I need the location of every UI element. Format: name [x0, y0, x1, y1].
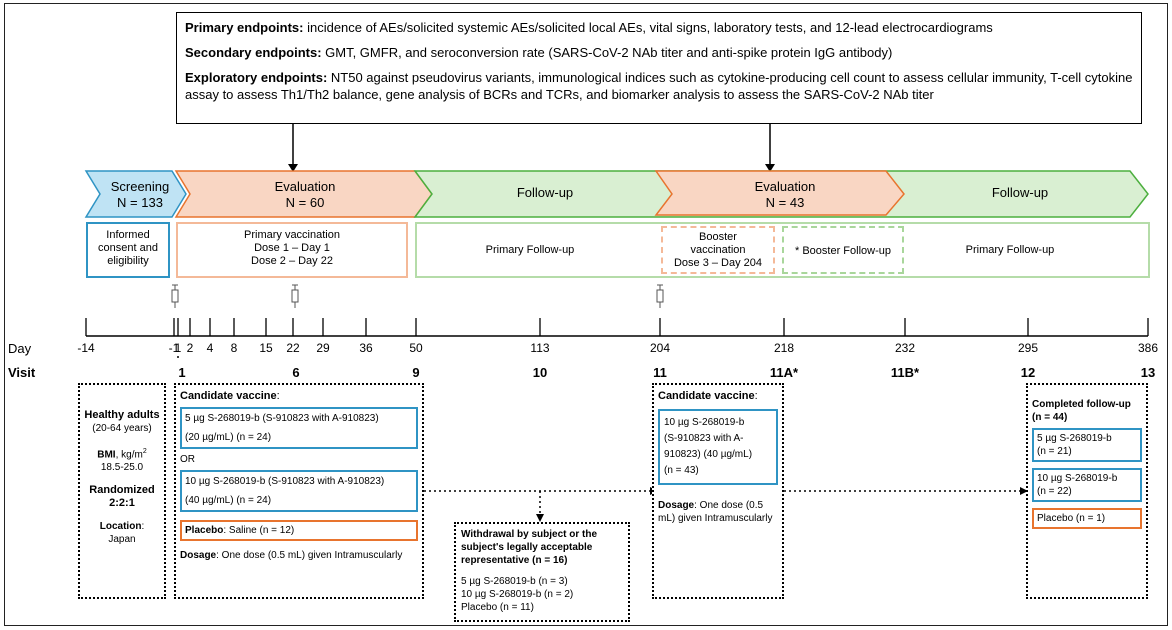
primary-followup2-label: Primary Follow-up [965, 244, 1055, 256]
booster-followup-box: * Booster Follow-up [782, 226, 904, 274]
completed-10ug-box: 10 µg S-268019-b(n = 22) [1032, 468, 1142, 502]
day-tick-label: 8 [230, 341, 238, 355]
eligibility-box: Healthy adults (20-64 years) BMI, kg/m2 … [78, 383, 166, 599]
day-tick-label: 22 [286, 341, 300, 355]
primary-endpoints: Primary endpoints: incidence of AEs/soli… [185, 20, 993, 35]
screening-chevron [84, 170, 187, 218]
syringe-icon [171, 284, 179, 308]
figure-frame [4, 3, 1168, 626]
day-tick-label: -1 [168, 341, 180, 355]
arrowhead [1020, 487, 1028, 495]
syringe-icon [656, 284, 664, 308]
withdrawal-box: Withdrawal by subject or the subject's l… [454, 522, 630, 622]
completed-placebo-box: Placebo (n = 1) [1032, 508, 1142, 529]
day-tick-label: 218 [773, 341, 795, 355]
day-tick-label: 386 [1137, 341, 1159, 355]
visit-label: Visit [8, 365, 36, 380]
syringe-icon [291, 284, 299, 308]
visit-number: 11A* [769, 365, 799, 380]
visit-number: 12 [1020, 365, 1036, 380]
visit-number: 13 [1140, 365, 1156, 380]
day-tick-label: 29 [316, 341, 330, 355]
primary-followup1-label: Primary Follow-up [485, 244, 575, 256]
completed-5ug-box: 5 µg S-268019-b(n = 21) [1032, 428, 1142, 462]
visit-number: 11 [653, 365, 667, 380]
visit-number: 1 [178, 365, 186, 380]
visit-number: 11B* [890, 365, 920, 380]
followup2-label: Follow-up [991, 185, 1049, 200]
day-tick-label: 295 [1017, 341, 1039, 355]
placebo-box: Placebo: Saline (n = 12) [180, 520, 418, 541]
day-label: Day [8, 341, 32, 356]
endpoint-arrows [288, 124, 775, 172]
dose-10ug-booster-box: 10 µg S-268019-b(S-910823 with A- 910823… [658, 409, 778, 485]
visit-number: 10 [532, 365, 548, 380]
candidate-vaccine-group2-box: Candidate vaccine: 10 µg S-268019-b(S-91… [652, 383, 784, 599]
dose-10ug-box: 10 µg S-268019-b (S-910823 with A-910823… [180, 470, 418, 512]
day-tick-label: 204 [649, 341, 671, 355]
endpoints-box: Primary endpoints: incidence of AEs/soli… [176, 12, 1142, 124]
completed-followup-box: Completed follow-up (n = 44) 5 µg S-2680… [1026, 383, 1148, 599]
day-tick-label: 113 [530, 341, 550, 355]
exploratory-endpoints: Exploratory endpoints: NT50 against pseu… [185, 70, 1133, 102]
timeline-ticks [85, 318, 1149, 336]
evaluation2-chevron [654, 170, 905, 216]
day-tick-label: 15 [259, 341, 273, 355]
visit-number: 6 [292, 365, 300, 380]
dose-5ug-box: 5 µg S-268019-b (S-910823 with A-910823)… [180, 407, 418, 449]
secondary-endpoints: Secondary endpoints: GMT, GMFR, and sero… [185, 45, 893, 60]
day-tick-label: 36 [359, 341, 373, 355]
candidate-vaccine-group1-box: Candidate vaccine: 5 µg S-268019-b (S-91… [174, 383, 424, 599]
flow-connectors [177, 356, 1020, 515]
day-tick-label: 232 [894, 341, 916, 355]
day-tick-label: -14 [77, 341, 95, 355]
followup1-label: Follow-up [516, 185, 574, 200]
day-tick-label: 2 [186, 341, 194, 355]
day-tick-label: 50 [409, 341, 423, 355]
visit-number: 9 [412, 365, 420, 380]
arrowhead [536, 514, 544, 522]
day-tick-label: 1 [174, 341, 182, 355]
day-tick-label: 4 [206, 341, 214, 355]
